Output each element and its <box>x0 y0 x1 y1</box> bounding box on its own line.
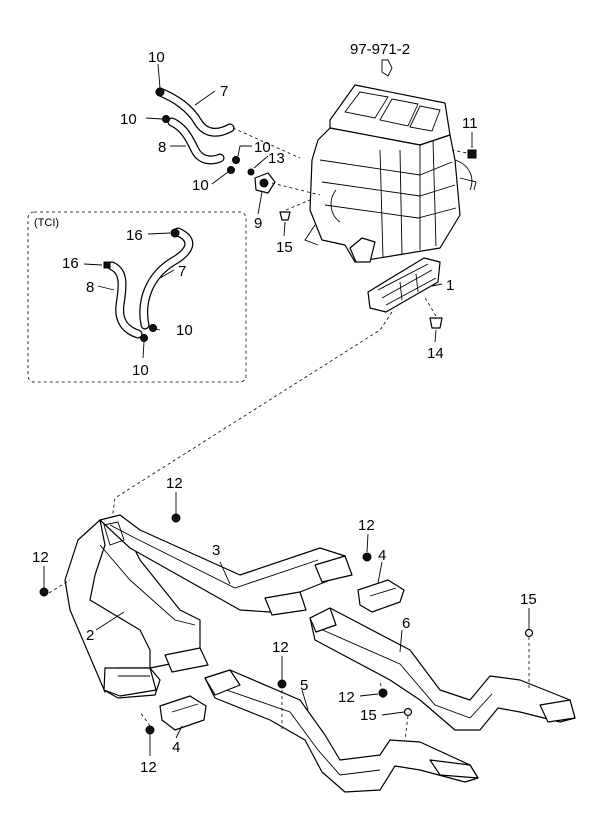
bolt-12-c <box>362 552 372 562</box>
callout-5: 5 <box>300 677 308 694</box>
callout-8-b: 8 <box>86 279 94 296</box>
callout-13: 13 <box>268 150 285 167</box>
heater-unit <box>304 84 477 263</box>
duct-6 <box>309 607 576 731</box>
valve-9 <box>254 172 276 194</box>
reference-marker <box>381 59 393 77</box>
callout-10-a: 10 <box>148 49 165 66</box>
clamp-10-b <box>162 115 170 123</box>
callout-16-b: 16 <box>62 255 79 272</box>
bolt-12-d <box>277 679 287 689</box>
leader-lines <box>43 63 530 756</box>
callout-11: 11 <box>462 115 478 132</box>
callout-12-c: 12 <box>358 517 375 534</box>
hose-8-upper <box>167 117 225 165</box>
callout-6: 6 <box>402 615 410 632</box>
callout-15-b: 15 <box>520 591 537 608</box>
callout-12-b: 12 <box>32 549 49 566</box>
callout-1: 1 <box>446 277 454 294</box>
reference-code: 97-971-2 <box>350 41 410 58</box>
connector-4-upper <box>357 579 405 613</box>
screw-15-upper <box>279 211 291 221</box>
callout-16-a: 16 <box>126 227 143 244</box>
callout-10-c: 10 <box>254 139 271 156</box>
callout-10-d: 10 <box>192 177 209 194</box>
callout-15-c: 15 <box>360 707 377 724</box>
clamp-10-a <box>155 87 165 97</box>
duct-2 <box>64 517 209 699</box>
callout-12-e: 12 <box>338 689 355 706</box>
bolt-12-b <box>39 587 49 597</box>
callout-4-b: 4 <box>172 739 180 756</box>
callout-12-f: 12 <box>140 759 157 776</box>
tci-inset <box>27 211 247 383</box>
clamp-13 <box>247 168 255 176</box>
hose-7-upper <box>155 87 235 137</box>
callout-7-a: 7 <box>220 83 228 100</box>
duct-adapter-1 <box>367 257 441 313</box>
duct-3 <box>99 514 353 616</box>
callout-15-a: 15 <box>276 239 293 256</box>
callout-10-b: 10 <box>120 111 137 128</box>
callout-8-a: 8 <box>158 139 166 156</box>
callout-9: 9 <box>254 215 262 232</box>
screw-15-right <box>524 628 534 638</box>
bolt-12-a <box>171 513 181 523</box>
callout-4-a: 4 <box>378 547 386 564</box>
bolt-12-f <box>145 725 155 735</box>
connector-4-lower <box>159 695 207 731</box>
duct-5 <box>204 669 479 793</box>
callout-7-b: 7 <box>178 263 186 280</box>
callout-12-a: 12 <box>166 475 183 492</box>
callout-10-f: 10 <box>132 362 149 379</box>
screw-14 <box>429 317 443 329</box>
callout-10-e: 10 <box>176 322 193 339</box>
callout-14: 14 <box>427 345 444 362</box>
clamp-10-d <box>227 166 235 174</box>
callout-12-d: 12 <box>272 639 289 656</box>
callout-2: 2 <box>86 627 94 644</box>
clamp-10-c <box>232 156 240 164</box>
inset-label: (TCI) <box>34 217 59 229</box>
screw-15-center <box>403 707 413 717</box>
callout-3: 3 <box>212 542 220 559</box>
